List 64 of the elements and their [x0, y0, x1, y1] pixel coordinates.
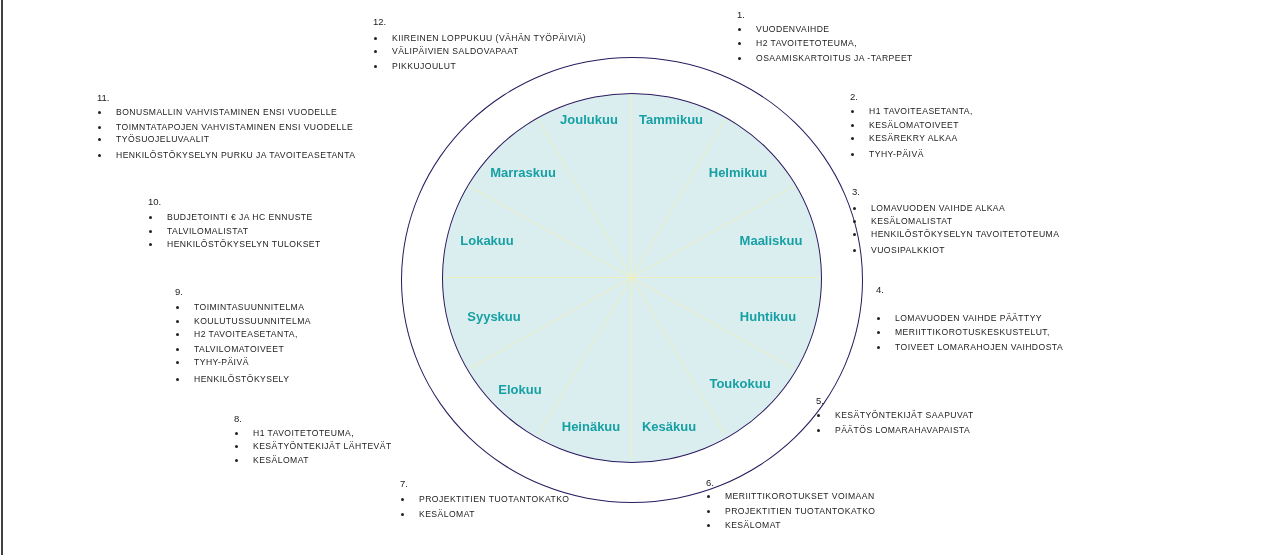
month-label: Helmikuu: [708, 165, 768, 179]
task-item: LOMAVUODEN VAIHDE PÄÄTTYY: [895, 314, 1043, 323]
task-item: TOIMNTATAPOJEN VAHVISTAMINEN ENSI VUODELLE: [116, 123, 354, 132]
task-item: KOULUTUSSUUNNITELMA: [194, 317, 311, 326]
task-item: TOIVEET LOMARAHOJEN VAIHDOSTA: [895, 343, 1064, 352]
task-item: TOIMINTASUUNNITELMA: [194, 303, 305, 312]
task-item: PROJEKTITIEN TUOTANTOKATKO: [725, 507, 876, 516]
task-item: TYHY-PÄIVÄ: [869, 150, 924, 159]
task-item: VÄLIPÄIVIEN SALDOVAPAAT: [392, 47, 519, 56]
task-item: KESÄLOMATOIVEET: [869, 121, 959, 130]
month-label: Toukokuu: [709, 376, 771, 390]
month-label: Joulukuu: [560, 112, 618, 126]
month-label: Elokuu: [498, 382, 542, 396]
task-item: KESÄLOMAT: [419, 510, 475, 519]
task-item: H2 TAVOITETOTEUMA,: [756, 39, 858, 48]
task-item: BUDJETOINTI € JA HC ENNUSTE: [167, 213, 313, 222]
task-item: H1 TAVOITETOTEUMA,: [253, 429, 355, 438]
month-number: 5.: [816, 396, 824, 406]
month-number: 10.: [148, 197, 162, 207]
month-number: 1.: [737, 10, 745, 20]
task-item: KESÄLOMAT: [725, 521, 781, 530]
month-number: 4.: [876, 285, 884, 295]
task-item: VUODENVAIHDE: [756, 25, 830, 34]
task-item: KESÄTYÖNTEKIJÄT SAAPUVAT: [835, 411, 974, 420]
month-number: 9.: [175, 287, 183, 297]
task-item: HENKILÖSTÖKYSELY: [194, 375, 290, 384]
task-item: KESÄTYÖNTEKIJÄT LÄHTEVÄT: [253, 442, 392, 451]
task-item: KESÄREKRY ALKAA: [869, 134, 958, 143]
month-label: Syyskuu: [467, 309, 521, 323]
task-item: H1 TAVOITEASETANTA,: [869, 107, 973, 116]
task-item: TALVILOMALISTAT: [167, 227, 249, 236]
task-item: PÄÄTÖS LOMARAHAVAPAISTA: [835, 426, 971, 435]
month-number: 11.: [97, 93, 110, 103]
month-label: Lokakuu: [460, 233, 514, 247]
task-item: BONUSMALLIN VAHVISTAMINEN ENSI VUODELLE: [116, 108, 338, 117]
month-number: 8.: [234, 414, 242, 424]
task-item: LOMAVUODEN VAIHDE ALKAA: [871, 204, 1006, 213]
month-number: 3.: [852, 187, 860, 197]
task-item: KIIREINEN LOPPUKUU (VÄHÄN TYÖPÄIVIÄ): [392, 34, 587, 43]
month-label: Tammikuu: [638, 112, 704, 126]
task-item: TALVILOMATOIVEET: [194, 345, 285, 354]
task-item: KESÄLOMALISTAT: [871, 217, 953, 226]
month-label: Marraskuu: [490, 165, 556, 179]
task-item: KESÄLOMAT: [253, 456, 309, 465]
task-item: OSAAMISKARTOITUS JA -TARPEET: [756, 54, 913, 63]
month-number: 2.: [850, 92, 858, 102]
task-item: H2 TAVOITEASETANTA,: [194, 330, 298, 339]
month-label: Heinäkuu: [561, 419, 621, 433]
task-item: HENKILÖSTÖKYSELYN TAVOITETOTEUMA: [871, 230, 1060, 239]
month-label: Huhtikuu: [739, 309, 797, 323]
task-item: MERIITTIKOROTUSKESKUSTELUT,: [895, 328, 1050, 337]
task-item: MERIITTIKOROTUKSET VOIMAAN: [725, 492, 875, 501]
task-item: HENKILÖSTÖKYSELYN PURKU JA TAVOITEASETANTA: [116, 151, 356, 160]
task-item: PROJEKTITIEN TUOTANTOKATKO: [419, 495, 570, 504]
month-number: 12.: [373, 17, 387, 27]
task-item: TYÖSUOJELUVAALIT: [116, 135, 210, 144]
task-item: PIKKUJOULUT: [392, 62, 457, 71]
task-item: VUOSIPALKKIOT: [871, 246, 945, 255]
month-number: 6.: [706, 478, 714, 488]
task-item: HENKILÖSTÖKYSELYN TULOKSET: [167, 240, 321, 249]
month-number: 7.: [400, 479, 408, 489]
month-label: Kesäkuu: [641, 419, 697, 433]
month-label: Maaliskuu: [739, 233, 803, 247]
task-item: TYHY-PÄIVÄ: [194, 358, 249, 367]
